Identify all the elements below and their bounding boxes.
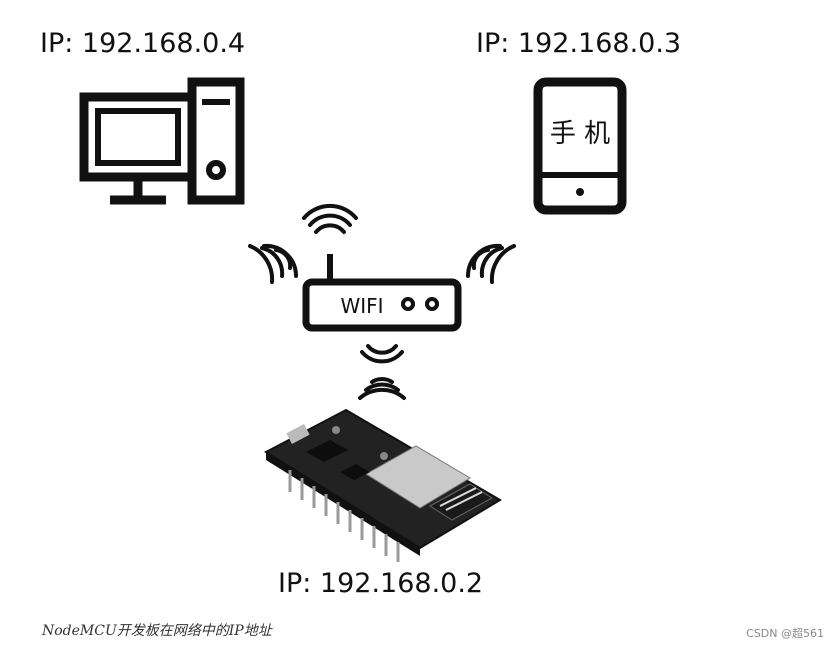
router-icon	[302, 254, 462, 332]
nodemcu-board-icon	[263, 408, 502, 562]
router-label: WIFI	[340, 294, 383, 318]
watermark: CSDN @超561	[746, 627, 824, 640]
computer-icon	[79, 77, 245, 205]
phone-ip-label: IP: 192.168.0.3	[476, 28, 682, 59]
wifi-signal-icon	[248, 243, 299, 284]
phone-label: 手 机	[550, 119, 610, 149]
pc-ip-label: IP: 192.168.0.4	[40, 28, 246, 59]
wifi-signal-icon	[358, 344, 406, 400]
nodemcu-ip-label: IP: 192.168.0.2	[278, 568, 484, 599]
wifi-signal-icon	[302, 203, 358, 234]
phone-icon	[533, 77, 627, 215]
figure-caption: NodeMCU开发板在网络中的IP地址	[42, 623, 272, 639]
wifi-signal-icon	[465, 243, 516, 284]
